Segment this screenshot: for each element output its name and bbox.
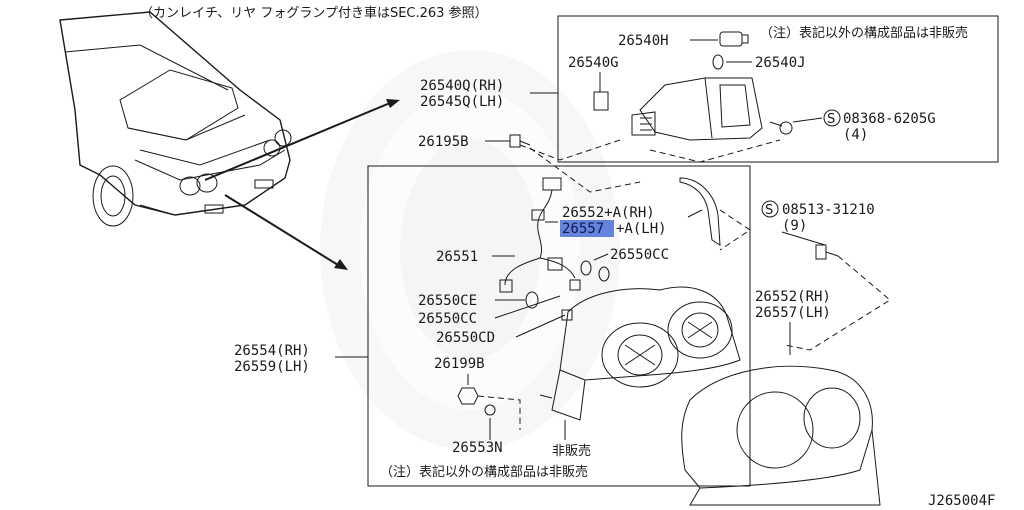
bulb-icon xyxy=(712,54,724,70)
car-illustration xyxy=(59,11,292,227)
part-label-26553n[interactable]: 26553N xyxy=(452,440,503,456)
part-label-26540g[interactable]: 26540G xyxy=(568,55,619,71)
part-label-26199b[interactable]: 26199B xyxy=(434,356,485,372)
part-label-26557-lh[interactable]: 26557(LH) xyxy=(755,305,831,321)
callout-arrows xyxy=(204,99,400,270)
part-label-26550cd[interactable]: 26550CD xyxy=(436,330,495,346)
part-qty-08368: (4) xyxy=(843,127,868,143)
part-label-08513[interactable]: 08513-31210 xyxy=(782,202,875,218)
header-note: （カンレイチ、リヤ フォグランプ付き車はSEC.263 参照） xyxy=(140,5,488,21)
circled-s-icon-lower: S xyxy=(761,200,779,218)
upper-box-note: （注）表記以外の構成部品は非販売 xyxy=(760,25,968,41)
part-label-26540q[interactable]: 26540Q(RH) xyxy=(420,78,504,94)
part-label-26557[interactable]: 26557 xyxy=(562,221,604,237)
rear-lamp-body-icon xyxy=(551,286,741,421)
gasket-strip-icon xyxy=(679,177,721,246)
part-label-26550cc-top[interactable]: 26550CC xyxy=(610,247,669,263)
part-label-26559[interactable]: 26559(LH) xyxy=(234,359,310,375)
svg-text:S: S xyxy=(827,112,835,127)
circled-s-icon-upper: S xyxy=(823,109,841,127)
clip-fastener-icon xyxy=(815,244,839,260)
part-label-26552-rh[interactable]: 26552(RH) xyxy=(755,289,831,305)
part-label-26550ce[interactable]: 26550CE xyxy=(418,293,477,309)
part-qty-08513: (9) xyxy=(782,218,807,234)
wire-harness-icon xyxy=(499,177,576,293)
watermark-emblem xyxy=(320,50,620,450)
part-label-26540j[interactable]: 26540J xyxy=(755,55,806,71)
part-label-26550cc[interactable]: 26550CC xyxy=(418,311,477,327)
clip-icon xyxy=(509,134,531,148)
part-label-26195b[interactable]: 26195B xyxy=(418,134,469,150)
fog-lamp-housing-icon xyxy=(631,77,763,141)
part-label-08368[interactable]: 08368-6205G xyxy=(843,111,936,127)
part-label-26551[interactable]: 26551 xyxy=(436,249,478,265)
bulb-socket-icon xyxy=(719,31,749,47)
part-label-26552a[interactable]: 26552+A(RH) xyxy=(562,205,655,221)
nut-icon xyxy=(457,387,553,416)
part-label-26554[interactable]: 26554(RH) xyxy=(234,343,310,359)
upper-parts-box xyxy=(557,15,999,163)
lower-parts-box xyxy=(367,165,751,487)
part-label-26557-suffix: +A(LH) xyxy=(616,221,667,237)
part-label-26545q[interactable]: 26545Q(LH) xyxy=(420,94,504,110)
highlight-26557 xyxy=(560,220,614,237)
part-label-26540h[interactable]: 26540H xyxy=(618,33,669,49)
diagram-id: J265004F xyxy=(928,493,995,509)
not-for-sale-label: 非販売 xyxy=(552,443,591,459)
gasket-icon xyxy=(593,91,609,111)
screw-icon xyxy=(769,121,793,135)
lower-box-note: （注）表記以外の構成部品は非販売 xyxy=(380,464,588,480)
svg-text:S: S xyxy=(765,203,773,218)
outer-lens-icon xyxy=(681,365,881,506)
